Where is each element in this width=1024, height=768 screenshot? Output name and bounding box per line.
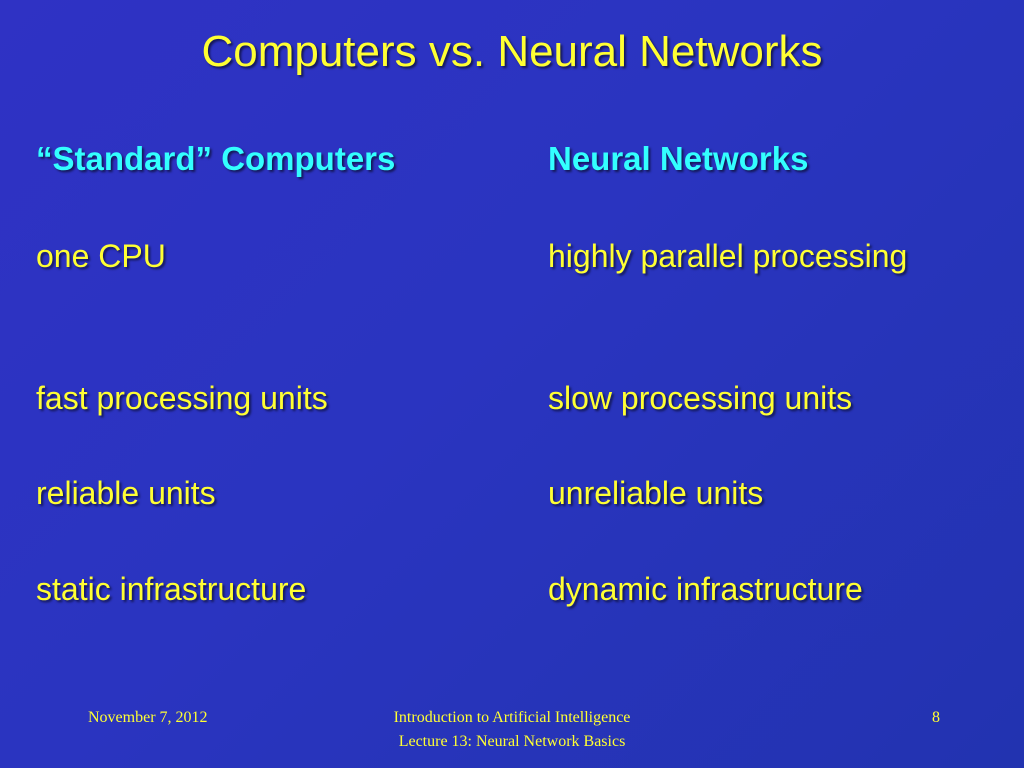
footer-lecture: Lecture 13: Neural Network Basics (398, 733, 626, 750)
right-column: Neural Networks highly parallel processi… (548, 136, 1008, 607)
right-item-3: unreliable units (548, 475, 764, 511)
left-column: “Standard” Computers one CPU fast proces… (36, 136, 506, 607)
right-item-2: slow processing units (548, 380, 853, 416)
left-item-2: fast processing units (36, 380, 328, 416)
left-item-1: one CPU (36, 238, 166, 274)
left-item-4: static infrastructure (36, 571, 307, 607)
footer-date: November 7, 2012 (88, 709, 208, 726)
footer-course-info: Introduction to Artificial Intelligence … (312, 706, 712, 754)
left-column-header: “Standard” Computers (36, 140, 396, 177)
right-item-1: highly parallel processing (548, 238, 908, 274)
footer-course: Introduction to Artificial Intelligence (393, 709, 631, 726)
left-item-3: reliable units (36, 475, 216, 511)
slide-title: Computers vs. Neural Networks (201, 27, 823, 76)
footer-page-number: 8 (932, 709, 940, 726)
right-column-header: Neural Networks (548, 140, 809, 177)
right-item-4: dynamic infrastructure (548, 571, 863, 607)
